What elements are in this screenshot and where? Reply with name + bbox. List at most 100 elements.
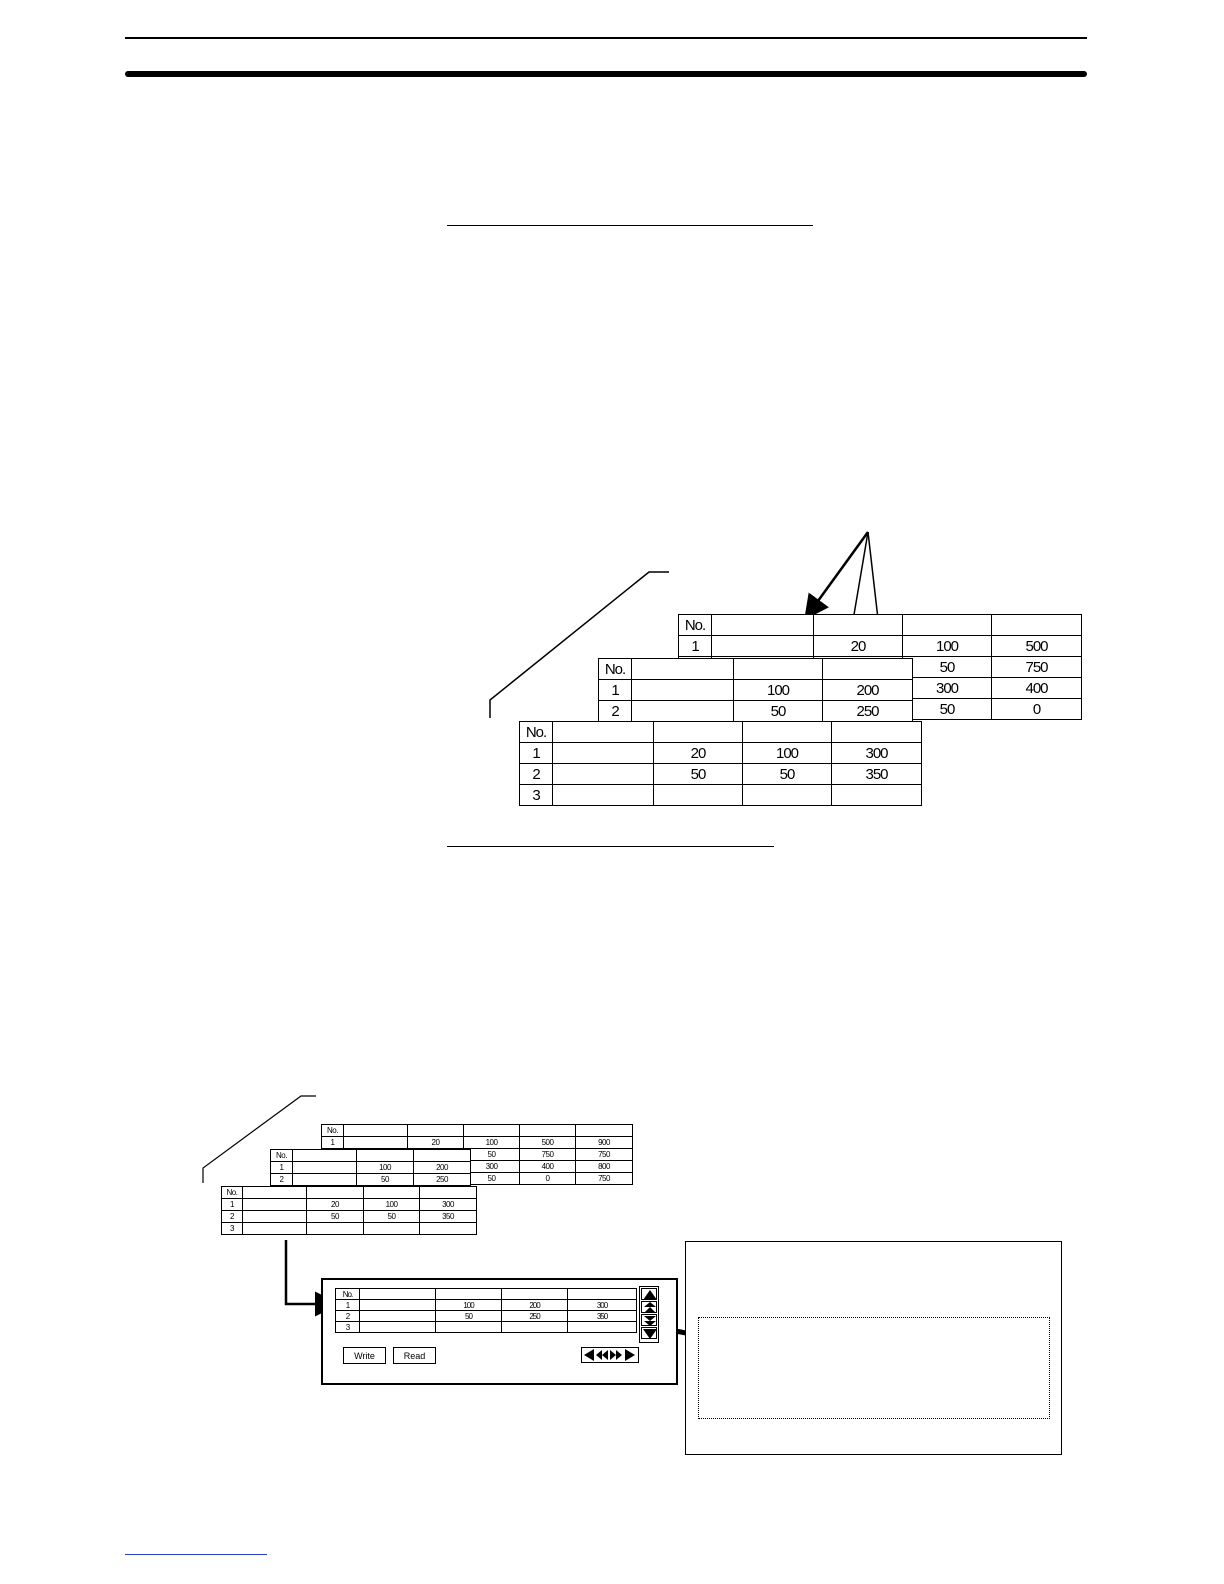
display-table: No. 1 100 200 300 2 50 250 350 3 [335, 1288, 637, 1333]
scroll-down-button[interactable] [641, 1327, 657, 1339]
table-cell[interactable]: 200 [501, 1299, 568, 1311]
table-row[interactable]: 2 50 250 350 [335, 1310, 637, 1322]
table-cell: 100 [363, 1198, 420, 1211]
table-cell: 2 [221, 1210, 243, 1223]
footer-rule [125, 1554, 267, 1555]
triangle-right-icon [625, 1349, 635, 1361]
figure2-connector-line [284, 1240, 340, 1317]
figure1-middle-table: No. 1 100 200 2 50 250 [598, 658, 913, 722]
table-cell: 3 [221, 1222, 243, 1235]
table-cell [363, 1222, 420, 1235]
table-cell [356, 1149, 414, 1162]
page-down-button[interactable] [641, 1314, 657, 1326]
table-cell: 20 [813, 635, 903, 657]
table-cell[interactable] [359, 1299, 436, 1311]
table-cell[interactable] [501, 1321, 568, 1333]
table-cell: 300 [463, 1160, 520, 1173]
table-cell: 50 [356, 1173, 414, 1186]
table-row: 1 20 100 300 [519, 742, 922, 764]
table-cell [552, 742, 654, 764]
table-cell: 100 [356, 1161, 414, 1174]
table-row: 1 20 100 500 [678, 635, 1082, 657]
table-cell: 2 [335, 1310, 360, 1322]
scroll-right-button[interactable] [624, 1349, 636, 1361]
table-cell: 1 [519, 742, 553, 764]
write-button[interactable]: Write [343, 1347, 386, 1364]
table-cell: 800 [575, 1160, 633, 1173]
page-right-button[interactable] [610, 1349, 622, 1361]
table-cell: No. [335, 1288, 360, 1300]
table-cell: 20 [653, 742, 743, 764]
table-row[interactable]: No. [335, 1288, 637, 1300]
table-cell: 250 [413, 1173, 471, 1186]
table-cell[interactable] [435, 1321, 502, 1333]
table-cell [343, 1124, 408, 1137]
table-cell: 50 [902, 656, 992, 678]
table-display-panel: No. 1 100 200 300 2 50 250 350 3 Wr [321, 1278, 678, 1385]
table-cell[interactable]: 50 [435, 1310, 502, 1322]
table-cell[interactable] [567, 1321, 637, 1333]
heading-underline-2 [447, 846, 774, 847]
table-cell[interactable] [359, 1310, 436, 1322]
table-row: 2 50 50 350 [519, 763, 922, 785]
table-cell: 50 [463, 1148, 520, 1161]
table-row: 1 20 100 500 900 [321, 1136, 633, 1149]
table-cell: 350 [831, 763, 922, 785]
table-row[interactable]: 1 100 200 300 [335, 1299, 637, 1311]
table-row[interactable]: 3 [335, 1321, 637, 1333]
table-cell [631, 658, 734, 680]
page-left-button[interactable] [596, 1349, 608, 1361]
table-cell[interactable]: 300 [567, 1299, 637, 1311]
horizontal-scroll-controls [581, 1347, 639, 1363]
screen-box [685, 1241, 1062, 1455]
double-triangle-right-icon [610, 1350, 622, 1360]
table-cell [742, 721, 832, 743]
table-cell [711, 635, 814, 657]
table-cell: 100 [902, 635, 992, 657]
table-cell[interactable] [359, 1321, 436, 1333]
table-cell: 50 [463, 1172, 520, 1185]
scroll-left-button[interactable] [583, 1349, 595, 1361]
table-cell[interactable]: 100 [435, 1299, 502, 1311]
table-row: No. [678, 614, 1082, 636]
table-cell[interactable]: 250 [501, 1310, 568, 1322]
table-cell [552, 721, 654, 743]
table-cell [742, 784, 832, 806]
table-cell: 400 [991, 677, 1082, 699]
figure2-leader-line [202, 1095, 316, 1183]
table-cell: 200 [413, 1161, 471, 1174]
double-triangle-left-icon [596, 1350, 608, 1360]
figure1-arrow-line [804, 531, 870, 621]
table-cell [822, 658, 913, 680]
page-up-button[interactable] [641, 1301, 657, 1313]
table-cell: 0 [519, 1172, 576, 1185]
table-cell: No. [678, 614, 712, 636]
table-cell [419, 1222, 477, 1235]
table-cell: 750 [991, 656, 1082, 678]
table-cell [519, 1124, 576, 1137]
table-cell: No. [221, 1186, 243, 1199]
table-cell: 300 [419, 1198, 477, 1211]
header-rule-thin [125, 37, 1087, 39]
table-cell [991, 614, 1082, 636]
table-cell [413, 1149, 471, 1162]
table-row: 1 100 200 [598, 679, 913, 701]
table-cell [292, 1149, 357, 1162]
table-row: 2 50 250 [270, 1173, 471, 1186]
dotted-region [698, 1317, 1050, 1419]
table-row: No. [598, 658, 913, 680]
table-cell: 1 [221, 1198, 243, 1211]
table-cell [242, 1198, 307, 1211]
table-cell[interactable]: 350 [567, 1310, 637, 1322]
table-cell [343, 1136, 408, 1149]
table-row: No. [519, 721, 922, 743]
figure2-front-table: No. 1 20 100 300 2 50 50 350 3 [221, 1186, 477, 1235]
table-cell: 1 [678, 635, 712, 657]
table-row: 1 100 200 [270, 1161, 471, 1174]
table-cell: 50 [363, 1210, 420, 1223]
table-cell: 3 [519, 784, 553, 806]
read-button[interactable]: Read [393, 1347, 436, 1364]
table-cell: 350 [419, 1210, 477, 1223]
scroll-up-button[interactable] [641, 1288, 657, 1300]
double-triangle-down-icon [644, 1316, 656, 1326]
